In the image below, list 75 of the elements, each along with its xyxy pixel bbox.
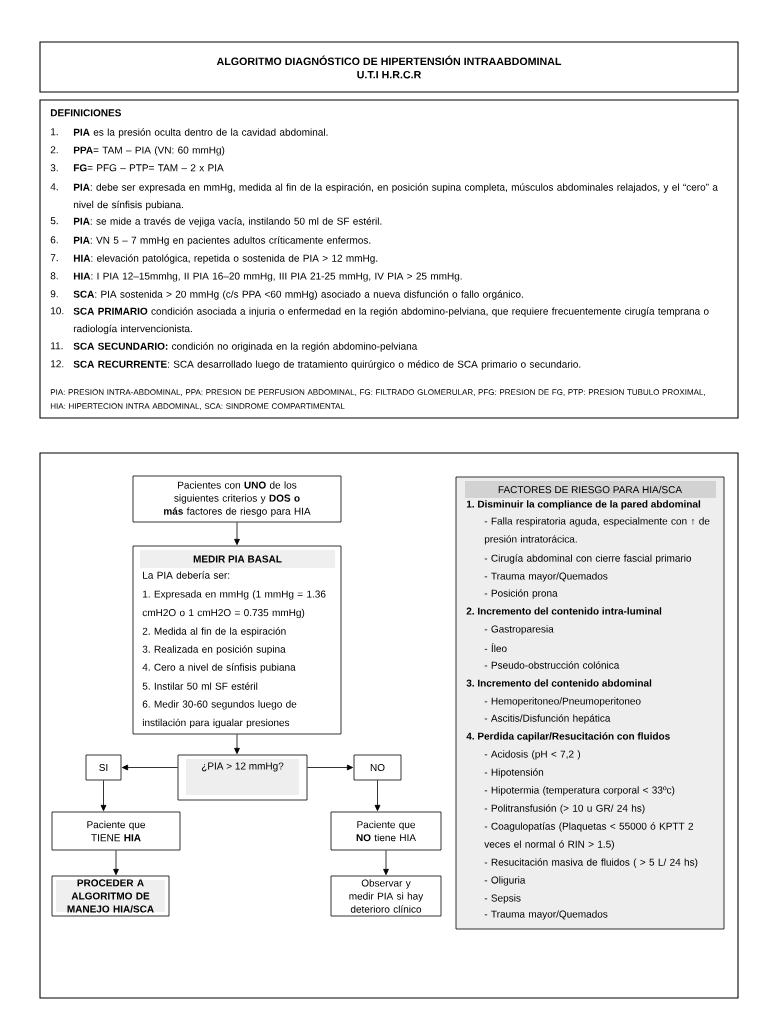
arrow <box>113 850 119 876</box>
step-text: 6. Medir 30-60 segundos luego de instilación para igualar presiones <box>142 700 297 729</box>
flowchart-frame <box>39 452 739 999</box>
risk-factor-item: - Hipotermia (temperatura corporal < 33ºc) <box>484 786 675 796</box>
definition-text: PIA es la presión oculta dentro de la cavidad abdominal. <box>73 128 328 138</box>
arrow <box>383 850 389 876</box>
list-number: 3. <box>50 164 58 172</box>
list-number: 8. <box>50 272 58 280</box>
list-number: 10. <box>51 307 64 315</box>
list-number: 12. <box>51 360 64 368</box>
risk-factor-item: - Posición prona <box>484 589 558 599</box>
box-header: MEDIR PIA BASAL <box>140 550 335 568</box>
list-number: 11. <box>51 342 63 350</box>
list-number: 1. <box>51 128 58 136</box>
definition-text: SCA: PIA sostenida > 20 mmHg (c/s PPA <60 mmHg) asociado a nueva disfunción o fallo orgánico. <box>73 290 523 300</box>
definition-text: PIA: VN 5 – 7 mmHg en pacientes adultos críticamente enfermos. <box>73 236 371 246</box>
list-number: 7. <box>50 254 58 262</box>
arrow <box>234 522 240 546</box>
arrow <box>374 780 381 812</box>
title-box: ALGORITMO DIAGNÓSTICO DE HIPERTENSIÓN INTRAABDOMINAL U.T.I H.R.C.R <box>39 41 739 93</box>
answer-box: NO <box>353 754 402 781</box>
arrow <box>307 764 354 771</box>
risk-factor-item: - Falla respiratoria aguda, especialmente con ↑ de presión intratorácica. <box>484 517 710 545</box>
step-text: 4. Cero a nivel de sínfisis pubiana <box>142 663 296 673</box>
risk-factor-item: - Trauma mayor/Quemados <box>484 572 608 582</box>
risk-factor-item: - Hipotensión <box>484 768 544 778</box>
definition-text: SCA PRIMARIO condición asociada a injuria o enfermedad en la región abdomino-pelviana, que requiere frecuentemente cirugía temprana o radiología intervencionista. <box>73 307 709 335</box>
action-box: Observar y medir PIA si hay deterioro clínico <box>330 875 442 917</box>
definition-text: HIA: elevación patológica, repetida o sostenida de PIA > 12 mmHg. <box>73 254 378 264</box>
step-text: 3. Realizada en posición supina <box>142 645 286 655</box>
process-box: Pacientes con UNO de los siguientes criterios y DOS o más factores de riesgo para HIA <box>132 475 342 523</box>
risk-factor-item: - Oliguria <box>484 876 526 886</box>
list-number: 6. <box>50 236 58 244</box>
risk-factor-item: - Cirugía abdominal con cierre fascial primario <box>484 554 692 564</box>
definition-text: SCA RECURRENTE: SCA desarrollado luego de tratamiento quirúrgico o médico de SCA primario o secundario. <box>73 360 581 370</box>
risk-factor-item: - Coagulopatías (Plaquetas < 55000 ó KPTT 2 veces el normal ó RIN > 1.5) <box>484 822 694 850</box>
category-heading: 4. Perdida capilar/Resucitación con fluidos <box>466 732 670 742</box>
risk-factor-item: - Politransfusión (> 10 u GR/ 24 hs) <box>484 804 645 814</box>
step-text: La PIA debería ser: <box>143 571 230 579</box>
definition-text: HIA: I PIA 12–15mmhg, II PIA 16–20 mmHg, III PIA 21-25 mmHg, IV PIA > 25 mmHg. <box>73 272 462 282</box>
risk-factor-item: - Ascitis/Disfunción hepática <box>484 714 611 724</box>
risk-factor-item: - Íleo <box>484 643 507 653</box>
result-box: Paciente que NO tiene HIA <box>330 811 442 851</box>
risk-factor-item: - Pseudo-obstrucción colónica <box>484 661 620 669</box>
risk-factor-item: - Acidosis (pH < 7,2 ) <box>484 750 581 760</box>
result-box: Paciente que TIENE HIA <box>51 811 181 851</box>
panel-header: FACTORES DE RIESGO PARA HIA/SCA <box>465 481 716 498</box>
section-heading: DEFINICIONES <box>50 109 121 117</box>
definition-text: PIA: debe ser expresada en mmHg, medida al fin de la espiración, en posición supina completa, músculos abdominales relajados, y el “cero” a nivel de sínfisis pubiana. <box>73 183 718 211</box>
risk-factor-item: - Hemoperitoneo/Pneumoperitoneo <box>484 697 641 707</box>
definition-text: PPA= TAM – PIA (VN: 60 mmHg) <box>73 146 225 156</box>
definition-text: PIA: se mide a través de vejiga vacía, instilando 50 ml de SF estéril. <box>73 217 382 227</box>
step-text: 1. Expresada en mmHg (1 mmHg = 1.36 cmH2O o 1 cmH2O = 0.735 mmHg) <box>142 590 326 619</box>
action-box: PROCEDER A ALGORITMO DE MANEJO HIA/SCA <box>51 875 170 917</box>
risk-factor-item: - Gastroparesia <box>484 625 554 635</box>
risk-factor-item: - Trauma mayor/Quemados <box>484 910 608 920</box>
category-heading: 1. Disminuir la compliance de la pared abdominal <box>466 500 701 510</box>
list-number: 4. <box>50 183 58 191</box>
category-heading: 3. Incremento del contenido abdominal <box>466 679 652 687</box>
list-number: 2. <box>50 146 58 154</box>
list-number: 9. <box>50 290 58 298</box>
list-number: 5. <box>50 217 58 225</box>
arrow <box>100 780 107 812</box>
arrow <box>234 734 240 755</box>
risk-factor-item: - Resucitación masiva de fluidos ( > 5 L/ 24 hs) <box>484 858 698 868</box>
definition-text: FG= PFG – PTP= TAM – 2 x PIA <box>73 164 224 172</box>
risk-factor-item: - Sepsis <box>484 894 521 904</box>
decision-box: ¿PIA > 12 mmHg? <box>177 754 308 801</box>
step-text: 5. Instilar 50 ml SF estéril <box>142 682 258 690</box>
category-heading: 2. Incremento del contenido intra-luminal <box>466 607 662 615</box>
answer-box: SI <box>85 754 122 781</box>
arrow <box>121 764 178 771</box>
definition-text: SCA SECUNDARIO: condición no originada en la región abdomino-pelviana <box>73 342 418 352</box>
footnote-text: PIA: PRESION INTRA-ABDOMINAL, PPA: PRESION DE PERFUSION ABDOMINAL, FG: FILTRADO GLOMERULAR, PFG: PRESION DE FG, PTP: PRESION TUBULO PROXIMAL, HIA: HIPERTECION INTRA ABDOMINAL, SCA: SINDROME COMPARTIMENTAL <box>50 389 705 410</box>
step-text: 2. Medida al fin de la espiración <box>142 627 286 637</box>
